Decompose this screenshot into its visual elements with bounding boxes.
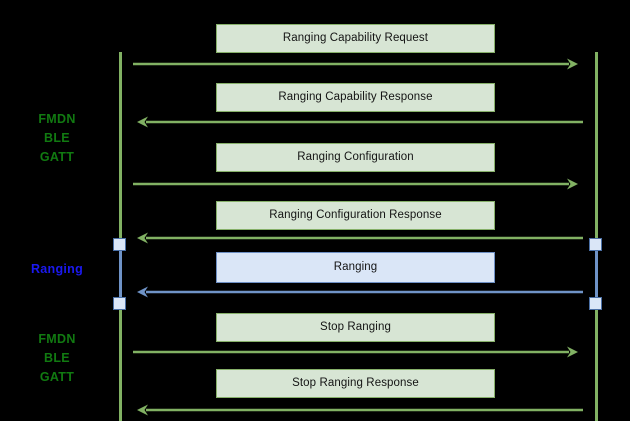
message-ranging-configuration-arrow [133,177,578,191]
message-stop-ranging-box: Stop Ranging [216,313,495,342]
message-ranging-capability-response-label: Ranging Capability Response [278,91,433,104]
message-ranging-configuration-response-arrow [137,231,583,245]
lifeline-left [119,52,122,421]
message-ranging-configuration-label: Ranging Configuration [297,151,414,164]
message-ranging-capability-request-label: Ranging Capability Request [282,32,429,45]
phase-label-fmdn-ble-gatt-top: FMDN BLE GATT [38,112,76,164]
activation-marker-left-start [113,238,126,251]
message-ranging-label: Ranging [333,261,378,274]
phase-label-fmdn-ble-gatt-bottom: FMDN BLE GATT [38,332,76,384]
message-stop-ranging-response-box: Stop Ranging Response [216,369,495,398]
lifeline-right-ranging-segment [595,244,598,304]
message-stop-ranging-response-label: Stop Ranging Response [292,377,419,390]
message-stop-ranging-response-arrow [137,403,583,417]
phase-label-ranging: Ranging [30,262,84,276]
message-ranging-capability-request-box: Ranging Capability Request [216,24,495,53]
message-ranging-configuration-response-label: Ranging Configuration Response [269,209,442,222]
lifeline-right [595,52,598,421]
message-ranging-arrow [137,285,583,299]
message-ranging-configuration-response-box: Ranging Configuration Response [216,201,495,230]
activation-marker-right-end [589,297,602,310]
lifeline-left-ranging-segment [119,244,122,304]
message-ranging-configuration-box: Ranging Configuration [216,143,495,172]
message-stop-ranging-arrow [133,345,578,359]
message-ranging-capability-request-arrow [133,57,578,71]
message-stop-ranging-label: Stop Ranging [320,321,391,334]
message-ranging-capability-response-box: Ranging Capability Response [216,83,495,112]
message-ranging-box: Ranging [216,252,495,283]
message-ranging-capability-response-arrow [137,115,583,129]
activation-marker-left-end [113,297,126,310]
activation-marker-right-start [589,238,602,251]
